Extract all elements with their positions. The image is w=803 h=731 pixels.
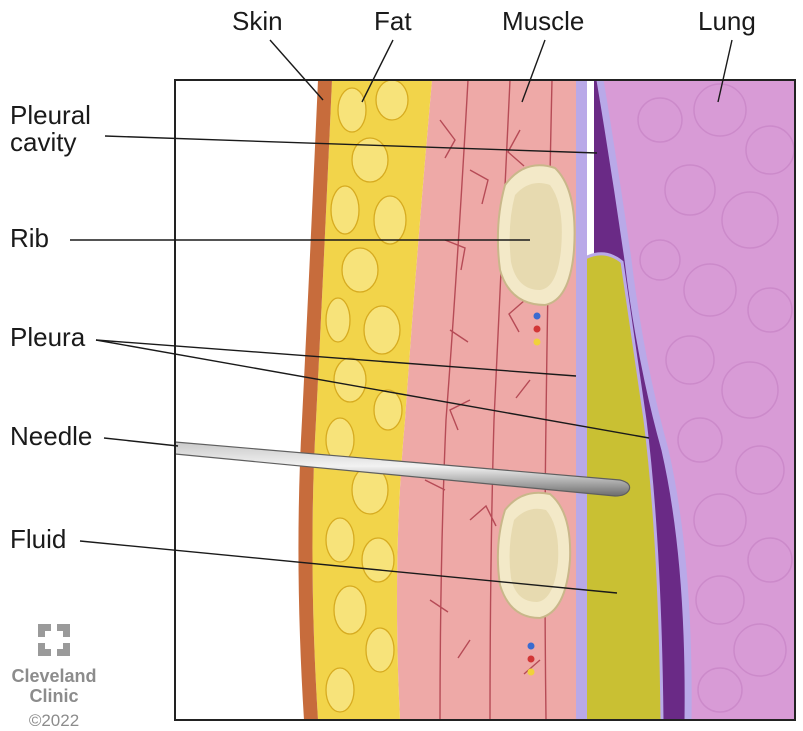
cleveland-clinic-brand: Cleveland Clinic ©2022 xyxy=(8,622,100,731)
rib-upper xyxy=(498,165,575,305)
cross-section xyxy=(175,80,800,720)
intercostal-vessels-lower xyxy=(528,643,535,676)
label-skin: Skin xyxy=(232,8,283,35)
brand-name-line2: Clinic xyxy=(8,687,100,707)
brand-copyright: ©2022 xyxy=(8,711,100,731)
label-needle: Needle xyxy=(10,423,92,450)
label-muscle: Muscle xyxy=(502,8,584,35)
rib-lower xyxy=(498,493,570,618)
label-lung: Lung xyxy=(698,8,756,35)
cleveland-clinic-logo-icon xyxy=(36,622,72,658)
label-fluid: Fluid xyxy=(10,526,66,553)
label-pleural-cavity: Pleural cavity xyxy=(10,102,91,157)
label-pleura: Pleura xyxy=(10,324,85,351)
parietal-pleura xyxy=(576,80,587,720)
label-fat: Fat xyxy=(374,8,412,35)
intercostal-vessels-upper xyxy=(534,313,541,346)
label-rib: Rib xyxy=(10,225,49,252)
brand-name-line1: Cleveland xyxy=(8,667,100,687)
